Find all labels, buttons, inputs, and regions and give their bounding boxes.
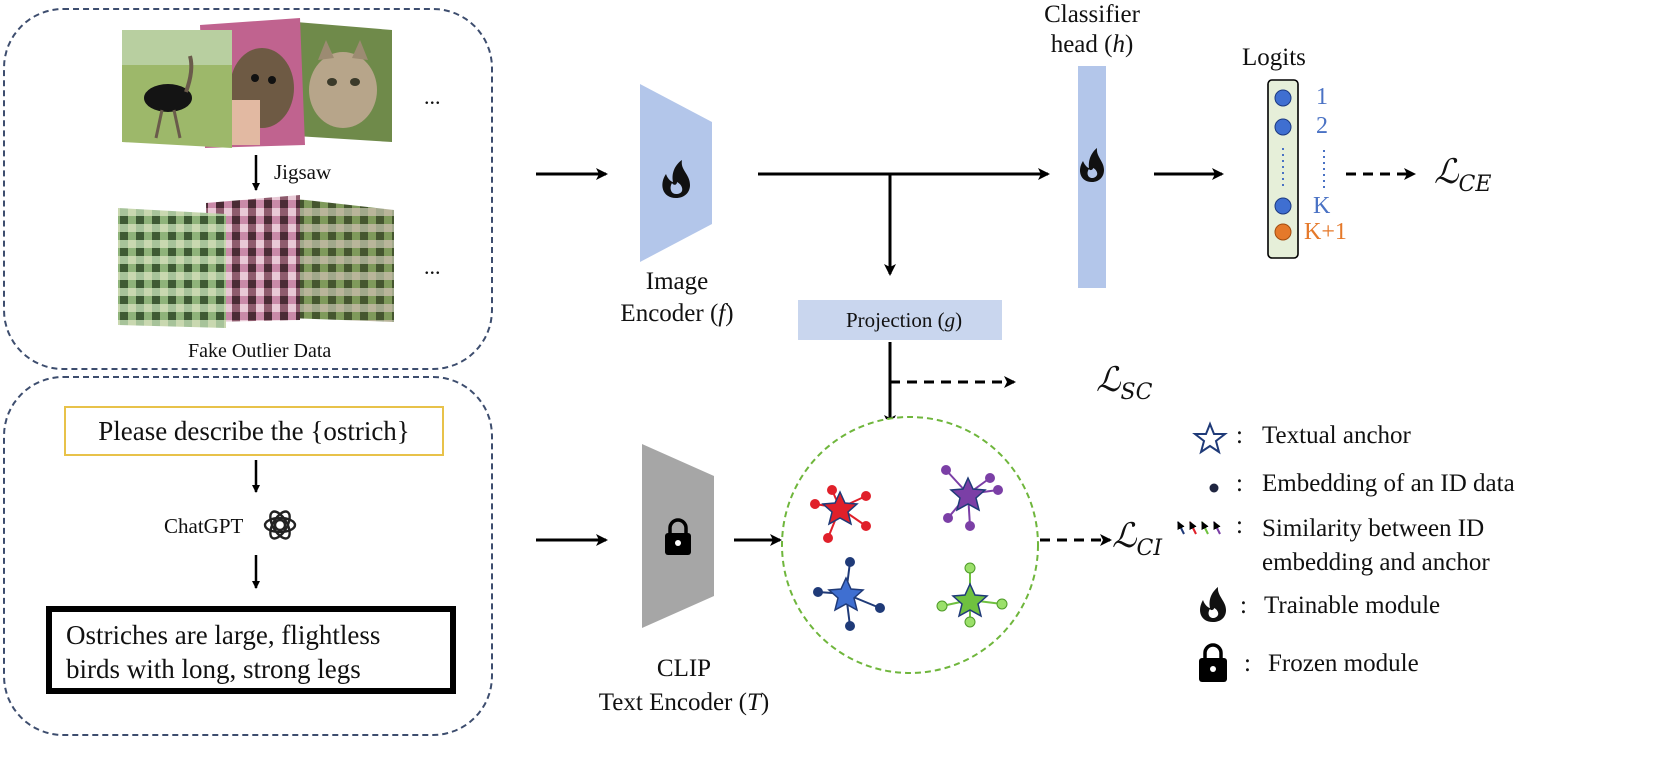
loss-sc: ℒSC: [1096, 360, 1153, 405]
classifier-head-line1: Classifier: [1044, 1, 1140, 28]
legend-sep-1: :: [1236, 422, 1243, 449]
legend-sep-3: :: [1236, 512, 1243, 539]
embedding-space: [781, 416, 1039, 674]
star-icon: [949, 476, 987, 512]
flame-icon: [662, 160, 690, 198]
cluster-green: [936, 562, 1008, 628]
star-icon: [1192, 421, 1228, 455]
cluster-purple: [941, 465, 1003, 531]
star-icon: [827, 576, 865, 612]
star-icon: [951, 582, 989, 618]
image-encoder-line1: Image: [645, 268, 709, 295]
logit-node-1: [1274, 89, 1292, 107]
chatgpt-icon: [263, 510, 297, 540]
flame-icon: [1080, 148, 1104, 182]
legend-similarity: Similarity between ID embedding and anch…: [1262, 512, 1490, 580]
classifier-head-label: Classifier head (h): [1020, 0, 1164, 60]
legend-textual-anchor: Textual anchor: [1262, 422, 1411, 449]
answer-line-2: birds with long, strong legs: [66, 654, 361, 684]
legend-frozen: Frozen module: [1268, 650, 1419, 677]
prompt-box: Please describe the {ostrich}: [64, 406, 444, 456]
outlier-panel: [3, 8, 493, 370]
loss-ce: ℒCE: [1434, 152, 1492, 197]
text-encoder-line1: CLIP: [656, 655, 712, 682]
legend-sep-2: :: [1236, 470, 1243, 497]
similarity-arrows-icon: [1177, 521, 1221, 535]
flame-icon: [1200, 587, 1226, 622]
classifier-head-line2: head (h): [1050, 31, 1134, 58]
logit-label-1: 1: [1316, 84, 1328, 110]
legend-sep-5: :: [1244, 650, 1251, 677]
image-encoder-line2: Encoder (f): [620, 300, 734, 327]
embedding-dot-icon: [1209, 483, 1219, 493]
logit-label-k-plus-1: K+1: [1304, 219, 1347, 245]
answer-line-1: Ostriches are large, flightless: [66, 620, 381, 650]
ellipsis-top: ...: [424, 84, 441, 109]
loss-ci: ℒCI: [1112, 516, 1163, 561]
prompt-text: Please describe the {ostrich}: [98, 415, 410, 446]
fake-outlier-caption: Fake Outlier Data: [188, 340, 332, 362]
outlier-photos: [122, 18, 392, 148]
projection-box: Projection (g): [798, 300, 1002, 340]
legend-trainable: Trainable module: [1264, 592, 1441, 619]
logit-node-k: [1274, 197, 1292, 215]
cluster-red: [810, 485, 871, 543]
logits-title: Logits: [1242, 44, 1306, 71]
star-icon: [821, 490, 859, 526]
ellipsis-bottom: ...: [424, 254, 441, 279]
cat-photo: [296, 22, 392, 142]
text-encoder-label: CLIP Text Encoder (T): [574, 652, 794, 720]
text-panel: [3, 376, 493, 736]
logit-label-2: 2: [1316, 113, 1328, 139]
logit-label-k: K: [1313, 193, 1331, 219]
legend-similarity-line2: embedding and anchor: [1262, 549, 1490, 576]
ostrich-photo: [122, 30, 232, 148]
projection-label: Projection (g): [846, 307, 963, 332]
image-encoder-label: Image Encoder (f): [612, 266, 742, 330]
legend-embedding: Embedding of an ID data: [1262, 470, 1515, 497]
jigsaw-label: Jigsaw: [274, 160, 332, 184]
logit-node-2: [1274, 118, 1292, 136]
legend-sep-4: :: [1240, 592, 1247, 619]
lock-icon: [1199, 643, 1227, 682]
logit-node-k-plus-1: [1274, 223, 1292, 241]
legend-similarity-line1: Similarity between ID: [1262, 515, 1485, 542]
answer-box: Ostriches are large, flightless birds wi…: [46, 606, 456, 694]
lock-icon: [665, 518, 691, 555]
jigsaw-mosaics: [118, 195, 394, 328]
chatgpt-label: ChatGPT: [164, 514, 244, 538]
cluster-navy: [813, 557, 885, 631]
text-encoder-line2: Text Encoder (T): [598, 689, 770, 716]
